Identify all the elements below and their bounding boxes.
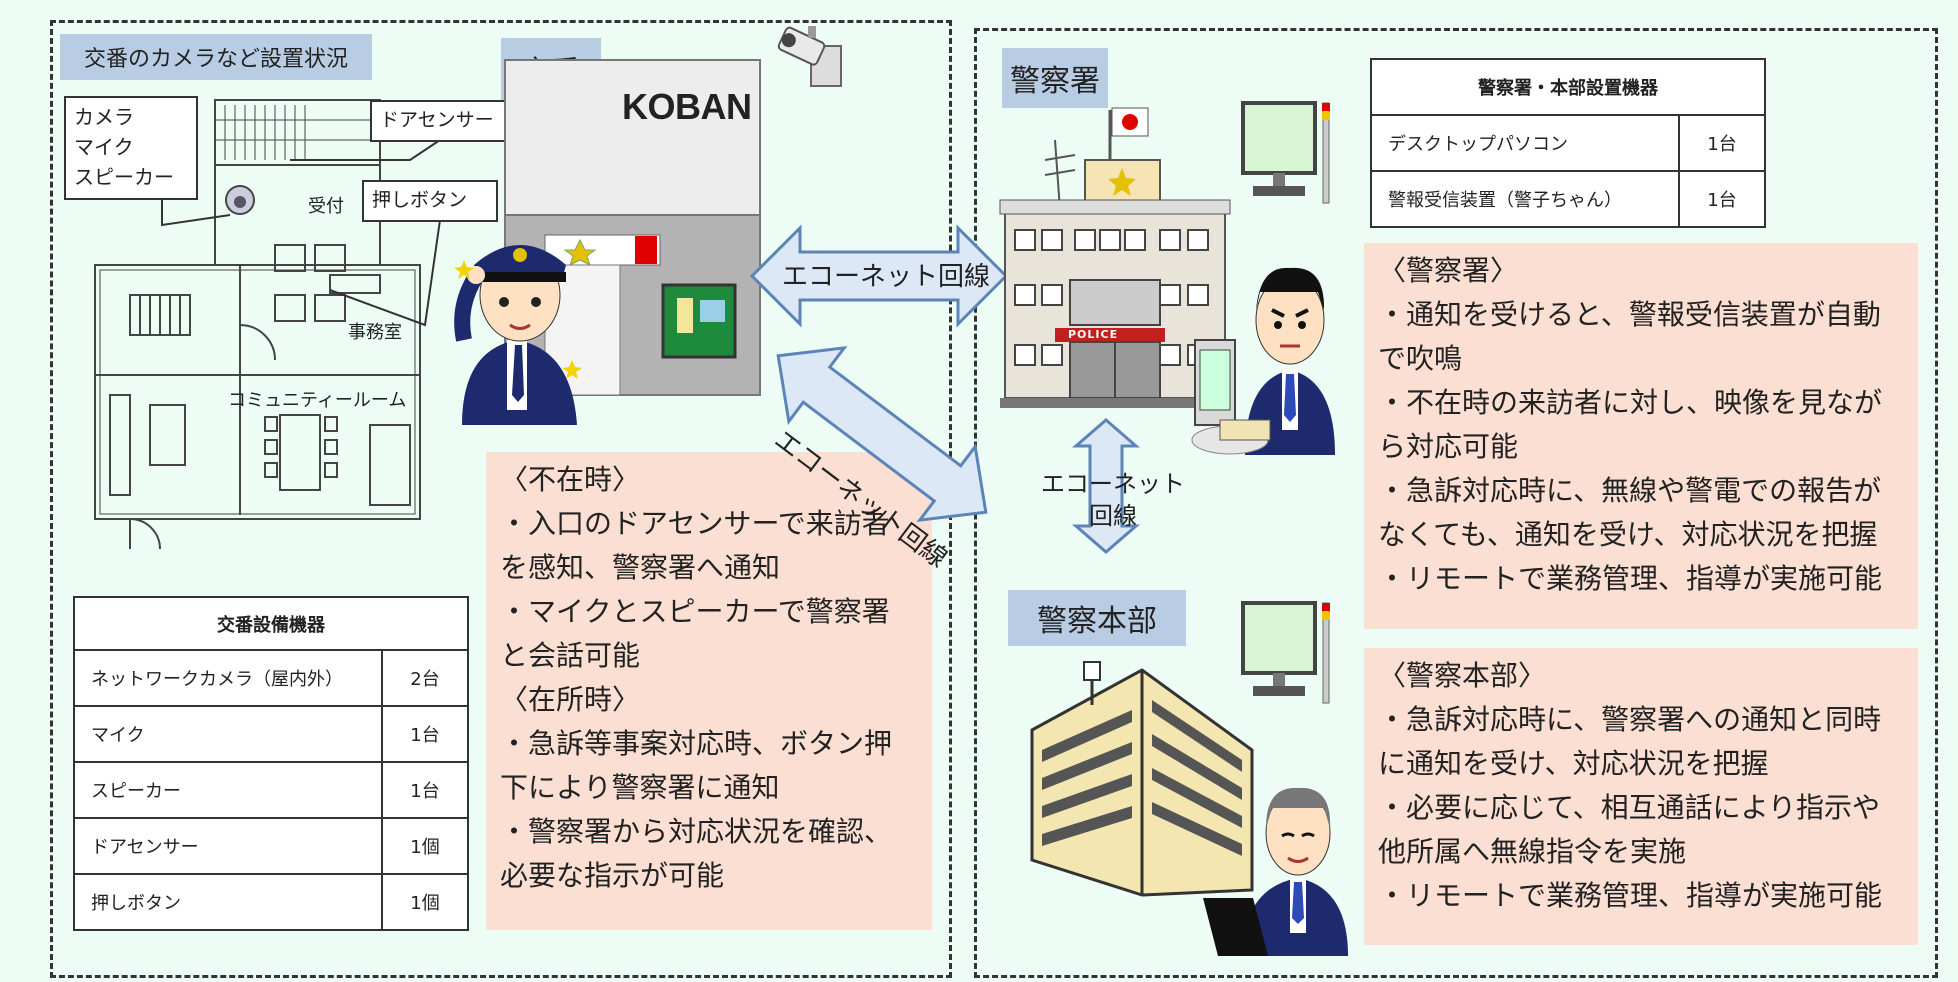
table-cell-qty: 1個 bbox=[381, 817, 469, 875]
koban-sign: KOBAN bbox=[622, 86, 752, 127]
table-cell-item: ネットワークカメラ（屋内外） bbox=[73, 649, 383, 707]
station-hq-arrow bbox=[1071, 418, 1141, 554]
notes-line: ・通知を受けると、警報受信装置が自動 bbox=[1378, 298, 1881, 331]
police-hq-label: 警察本部 bbox=[1008, 590, 1186, 646]
table-row: マイク 1台 bbox=[73, 705, 469, 763]
notes-line: ・リモートで業務管理、指導が実施可能 bbox=[1378, 879, 1883, 912]
speaker-callout-line: スピーカー bbox=[74, 165, 174, 189]
security-camera-icon bbox=[777, 26, 842, 87]
koban-equipment-title: 交番設備機器 bbox=[73, 596, 469, 651]
table-cell-qty: 1台 bbox=[381, 761, 469, 819]
desktop-pc-icon bbox=[1241, 101, 1330, 204]
community-room-label: コミュニティールーム bbox=[228, 390, 407, 411]
table-cell-qty: 1台 bbox=[1678, 170, 1766, 228]
notes-line: ・急訴対応時に、警察署への通知と同時 bbox=[1378, 703, 1882, 736]
table-cell-item: マイク bbox=[73, 705, 383, 763]
police-hq-illustration bbox=[1030, 661, 1254, 897]
notes-line: 必要な指示が可能 bbox=[500, 859, 725, 892]
devices-callout: カメラ マイク スピーカー bbox=[64, 96, 198, 200]
officer-at-computer-illustration bbox=[1191, 267, 1335, 455]
notes-line: ・急訴対応時に、無線や警電での報告が bbox=[1378, 474, 1882, 507]
police-station-illustration bbox=[999, 107, 1231, 408]
notes-line: に通知を受け、対応状況を把握 bbox=[1378, 747, 1769, 780]
table-cell-qty: 1台 bbox=[1678, 114, 1766, 172]
install-status-label: 交番のカメラなど設置状況 bbox=[60, 34, 372, 80]
notes-line: 〈警察署〉 bbox=[1378, 254, 1519, 287]
table-cell-item: ドアセンサー bbox=[73, 817, 383, 875]
station-hq-link-line: 回線 bbox=[1089, 502, 1137, 530]
table-cell-item: 警報受信装置（警子ちゃん） bbox=[1370, 170, 1680, 228]
koban-station-link-label: エコーネット回線 bbox=[782, 262, 991, 292]
table-row: 警報受信装置（警子ちゃん） 1台 bbox=[1370, 170, 1766, 228]
table-row: ネットワークカメラ（屋内外） 2台 bbox=[73, 649, 469, 707]
station-equipment-title: 警察署・本部設置機器 bbox=[1370, 58, 1766, 116]
saluting-officer-illustration bbox=[454, 245, 582, 425]
mic-callout-line: マイク bbox=[74, 135, 134, 159]
hq-officer-illustration bbox=[1203, 787, 1348, 956]
floor-plan-illustration bbox=[94, 99, 421, 550]
notes-line: 〈不在時〉 bbox=[500, 463, 641, 496]
police-sign: POLICE bbox=[1068, 328, 1119, 341]
table-cell-qty: 2台 bbox=[381, 649, 469, 707]
table-cell-qty: 1個 bbox=[381, 873, 469, 931]
notes-line: ・不在時の来訪者に対し、映像を見なが bbox=[1378, 386, 1883, 419]
notes-line: 〈警察本部〉 bbox=[1378, 659, 1547, 692]
notes-line: ・入口のドアセンサーで来訪者 bbox=[500, 507, 890, 540]
desktop-pc-icon bbox=[1241, 601, 1330, 704]
table-cell-item: デスクトップパソコン bbox=[1370, 114, 1680, 172]
table-row: ドアセンサー 1個 bbox=[73, 817, 469, 875]
police-station-label: 警察署 bbox=[1002, 48, 1108, 108]
table-cell-item: スピーカー bbox=[73, 761, 383, 819]
notes-line: 〈在所時〉 bbox=[500, 683, 641, 716]
table-cell-qty: 1台 bbox=[381, 705, 469, 763]
table-row: 押しボタン 1個 bbox=[73, 873, 469, 931]
notes-line: なくても、通知を受け、対応状況を把握 bbox=[1378, 518, 1878, 551]
koban-building-illustration bbox=[504, 59, 761, 396]
notes-line: ・マイクとスピーカーで警察署 bbox=[500, 595, 890, 628]
table-row: デスクトップパソコン 1台 bbox=[1370, 114, 1766, 172]
office-room-label: 事務室 bbox=[348, 322, 402, 343]
station-hq-link-label: エコーネット 回線 bbox=[1038, 468, 1188, 532]
koban-hq-arrow bbox=[776, 346, 988, 522]
koban-notes-box: 〈不在時〉 ・入口のドアセンサーで来訪者 を感知、警察署へ通知 ・マイクとスピー… bbox=[486, 452, 932, 930]
table-row: スピーカー 1台 bbox=[73, 761, 469, 819]
door-sensor-callout: ドアセンサー bbox=[370, 100, 527, 142]
notes-line: ・リモートで業務管理、指導が実施可能 bbox=[1378, 562, 1883, 595]
notes-line: と会話可能 bbox=[500, 639, 641, 672]
reception-room-label: 受付 bbox=[308, 196, 344, 217]
notes-line: ・急訴等事案対応時、ボタン押 bbox=[500, 727, 893, 760]
notes-line: 他所属へ無線指令を実施 bbox=[1378, 835, 1687, 868]
notes-line: ら対応可能 bbox=[1378, 430, 1519, 463]
notes-line: 下により警察署に通知 bbox=[500, 771, 780, 804]
notes-line: で吹鳴 bbox=[1378, 342, 1463, 375]
koban-equipment-table: 交番設備機器 ネットワークカメラ（屋内外） 2台 マイク 1台 スピーカー 1台… bbox=[73, 596, 469, 931]
station-notes-box: 〈警察署〉 ・通知を受けると、警報受信装置が自動 で吹鳴 ・不在時の来訪者に対し… bbox=[1364, 243, 1918, 629]
camera-callout-line: カメラ bbox=[74, 105, 134, 129]
hq-notes-box: 〈警察本部〉 ・急訴対応時に、警察署への通知と同時 に通知を受け、対応状況を把握… bbox=[1364, 648, 1918, 945]
notes-line: を感知、警察署へ通知 bbox=[500, 551, 781, 584]
push-button-callout: 押しボタン bbox=[362, 180, 498, 222]
station-hq-link-line: エコーネット bbox=[1041, 470, 1185, 498]
station-equipment-table: 警察署・本部設置機器 デスクトップパソコン 1台 警報受信装置（警子ちゃん） 1… bbox=[1370, 58, 1766, 228]
table-cell-item: 押しボタン bbox=[73, 873, 383, 931]
notes-line: ・警察署から対応状況を確認、 bbox=[500, 815, 893, 848]
notes-line: ・必要に応じて、相互通話により指示や bbox=[1378, 791, 1881, 824]
